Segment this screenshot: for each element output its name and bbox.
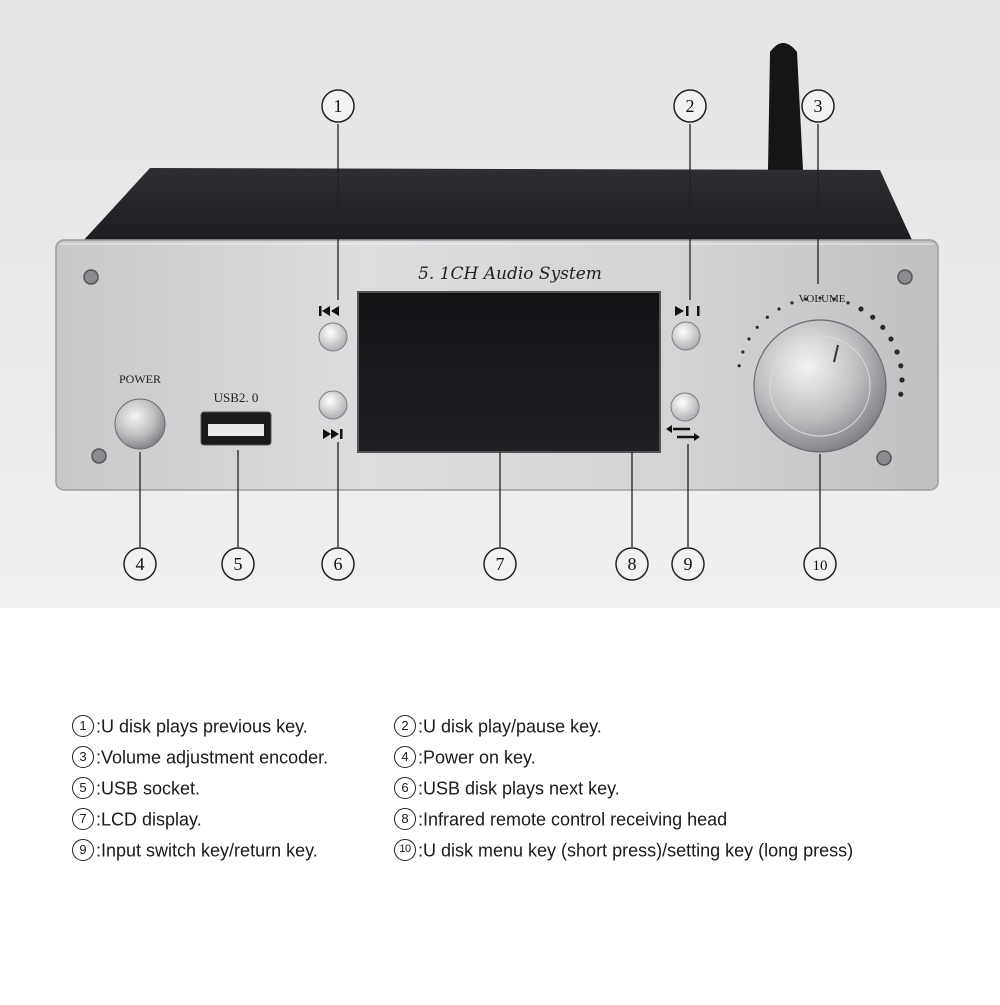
callout-markers: 1 2 3 4 5 6 7 8 9 10 bbox=[123, 89, 837, 581]
legend-item: 1:U disk plays previous key. bbox=[72, 714, 308, 738]
legend-description: :Input switch key/return key. bbox=[96, 840, 318, 861]
device-top-housing bbox=[82, 168, 912, 242]
legend-number-badge: 3 bbox=[72, 746, 94, 769]
legend-item: 4:Power on key. bbox=[394, 745, 536, 769]
volume-dot bbox=[747, 337, 751, 341]
antenna bbox=[768, 43, 803, 170]
legend-item: 7:LCD display. bbox=[72, 807, 202, 831]
callout-7: 7 bbox=[483, 547, 517, 581]
legend-description: :U disk menu key (short press)/setting k… bbox=[418, 840, 854, 861]
svg-text:5: 5 bbox=[234, 554, 243, 574]
svg-text:10: 10 bbox=[813, 558, 828, 574]
legend-item: 5:USB socket. bbox=[72, 776, 201, 800]
volume-label: VOLUME bbox=[798, 293, 845, 305]
power-knob[interactable] bbox=[114, 398, 166, 450]
volume-dot bbox=[832, 297, 836, 301]
legend-number-badge: 8 bbox=[394, 808, 416, 831]
volume-knob[interactable] bbox=[753, 319, 887, 453]
legend-item: 3:Volume adjustment encoder. bbox=[72, 745, 329, 769]
legend-description: :USB socket. bbox=[96, 778, 201, 799]
legend-description: :Infrared remote control receiving head bbox=[418, 809, 728, 830]
legend-number-badge: 10 bbox=[394, 839, 416, 862]
callout-leader-lines bbox=[139, 124, 821, 547]
callout-10: 10 bbox=[803, 547, 837, 581]
volume-dot bbox=[846, 301, 850, 305]
legend-description: :U disk play/pause key. bbox=[418, 716, 602, 737]
volume-dot bbox=[870, 314, 876, 320]
svg-text:2: 2 bbox=[686, 96, 695, 116]
volume-dot bbox=[888, 336, 894, 342]
volume-dot bbox=[899, 377, 905, 383]
previous-button[interactable] bbox=[318, 322, 348, 352]
callout-2: 2 bbox=[673, 89, 707, 123]
input-switch-icon bbox=[666, 425, 700, 441]
svg-text:1: 1 bbox=[334, 96, 343, 116]
next-track-icon bbox=[323, 429, 343, 439]
lcd-display bbox=[357, 291, 661, 453]
volume-dot bbox=[777, 307, 781, 311]
volume-dot bbox=[741, 350, 745, 354]
legend-description: :USB disk plays next key. bbox=[418, 778, 620, 799]
volume-dot bbox=[755, 325, 759, 329]
legend-item: 10:U disk menu key (short press)/setting… bbox=[394, 838, 854, 862]
svg-text:7: 7 bbox=[496, 554, 505, 574]
next-button[interactable] bbox=[318, 390, 348, 420]
svg-text:6: 6 bbox=[334, 554, 343, 574]
legend-item: 9:Input switch key/return key. bbox=[72, 838, 318, 862]
panel-screws bbox=[83, 269, 913, 466]
legend-description: :LCD display. bbox=[96, 809, 202, 830]
svg-text:8: 8 bbox=[628, 554, 637, 574]
volume-level-dots bbox=[737, 296, 905, 397]
volume-dot bbox=[898, 363, 904, 369]
svg-text:9: 9 bbox=[684, 554, 693, 574]
usb-socket[interactable] bbox=[200, 411, 272, 446]
callout-5: 5 bbox=[221, 547, 255, 581]
legend-description: :U disk plays previous key. bbox=[96, 716, 308, 737]
play-pause-icon bbox=[675, 306, 700, 316]
legend-number-badge: 6 bbox=[394, 777, 416, 800]
callout-9: 9 bbox=[671, 547, 705, 581]
svg-text:3: 3 bbox=[814, 96, 823, 116]
volume-dot bbox=[765, 315, 769, 319]
callout-1: 1 bbox=[321, 89, 355, 123]
legend-number-badge: 4 bbox=[394, 746, 416, 769]
legend-number-badge: 9 bbox=[72, 839, 94, 862]
volume-dot bbox=[858, 306, 864, 312]
brand-text: 5. 1CH Audio System bbox=[418, 264, 602, 284]
legend-item: 2:U disk play/pause key. bbox=[394, 714, 602, 738]
svg-text:4: 4 bbox=[136, 554, 145, 574]
legend-number-badge: 1 bbox=[72, 715, 94, 738]
callout-4: 4 bbox=[123, 547, 157, 581]
legend-description: :Power on key. bbox=[418, 747, 536, 768]
legend-number-badge: 5 bbox=[72, 777, 94, 800]
legend-item: 6:USB disk plays next key. bbox=[394, 776, 620, 800]
volume-dot bbox=[790, 301, 794, 305]
previous-track-icon bbox=[319, 306, 339, 316]
usb-label: USB2. 0 bbox=[214, 390, 259, 405]
callout-3: 3 bbox=[801, 89, 835, 123]
play-pause-button[interactable] bbox=[671, 321, 701, 351]
volume-dot bbox=[804, 297, 808, 301]
callout-8: 8 bbox=[615, 547, 649, 581]
volume-dot bbox=[880, 324, 886, 330]
volume-dot bbox=[894, 349, 900, 355]
volume-dot bbox=[898, 391, 904, 397]
volume-knob-marker bbox=[833, 344, 839, 363]
volume-dot bbox=[818, 296, 822, 300]
power-label: POWER bbox=[119, 372, 161, 386]
legend-number-badge: 2 bbox=[394, 715, 416, 738]
input-switch-button[interactable] bbox=[670, 392, 700, 422]
legend-description: :Volume adjustment encoder. bbox=[96, 747, 329, 768]
legend-item: 8:Infrared remote control receiving head bbox=[394, 807, 728, 831]
volume-dot bbox=[737, 364, 741, 368]
legend-number-badge: 7 bbox=[72, 808, 94, 831]
callout-6: 6 bbox=[321, 547, 355, 581]
